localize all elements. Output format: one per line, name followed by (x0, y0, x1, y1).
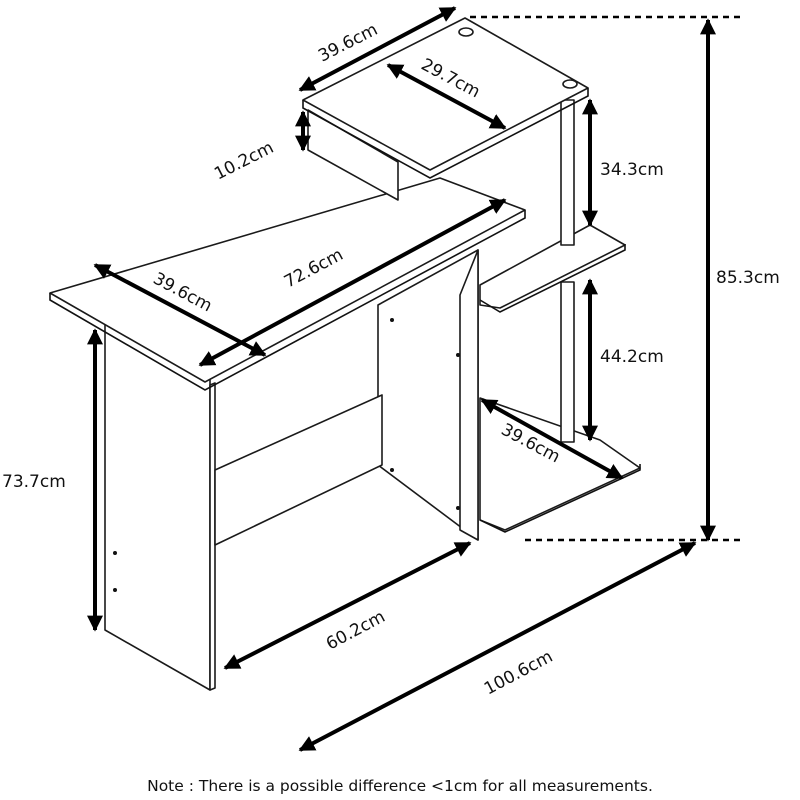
upper-pole (560, 99, 575, 246)
label-desk-height: 73.7cm (2, 472, 66, 492)
label-lower-shelf-gap: 44.2cm (600, 347, 664, 367)
middle-shelf (479, 224, 626, 309)
lower-pole (560, 281, 575, 443)
dimension-lines (87, 6, 740, 752)
label-top-shelf-height: 10.2cm (211, 138, 277, 185)
front-board (214, 394, 383, 546)
cable-hole (562, 79, 578, 89)
cable-hole (458, 27, 474, 37)
desk-drawing (49, 17, 641, 691)
label-top-shelf-width: 39.6cm (315, 20, 381, 67)
label-upper-shelf-gap: 34.3cm (600, 160, 664, 180)
label-total-width: 100.6cm (481, 647, 556, 700)
label-total-height: 85.3cm (716, 268, 780, 288)
bottom-shelf (479, 397, 641, 531)
measurement-note: Note : There is a possible difference <1… (147, 777, 653, 795)
